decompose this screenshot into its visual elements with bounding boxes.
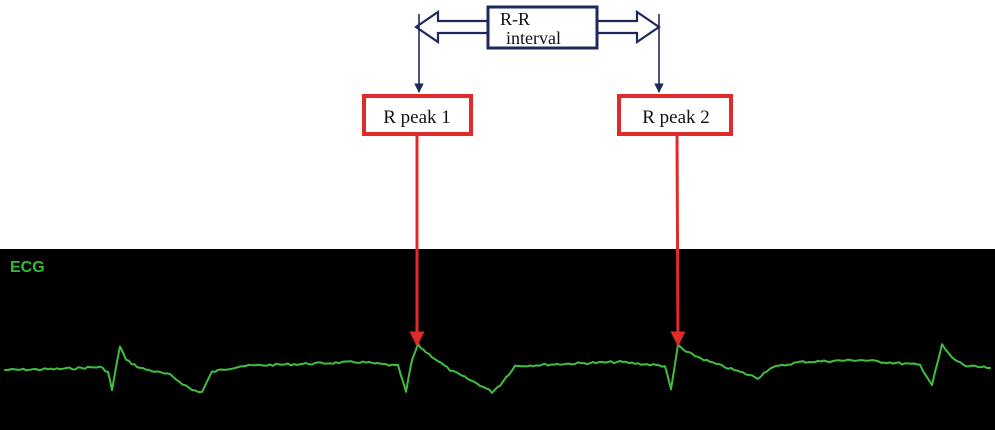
- r-peak-2-box: [617, 94, 733, 136]
- r-peak-2-label: R peak 2: [642, 107, 710, 128]
- ecg-monitor-strip: [0, 249, 995, 430]
- r-peak-1-box: [362, 94, 473, 136]
- ecg-trace: [4, 342, 991, 394]
- rr-interval-label-line2: interval: [506, 28, 561, 48]
- rr-interval-box: [486, 5, 599, 50]
- rr-interval-label-line1: R-R: [500, 9, 530, 29]
- r-peak-1-label: R peak 1: [383, 107, 451, 128]
- ecg-label: ECG: [10, 259, 45, 276]
- r-peak-2-pointer-arrow: [670, 133, 686, 347]
